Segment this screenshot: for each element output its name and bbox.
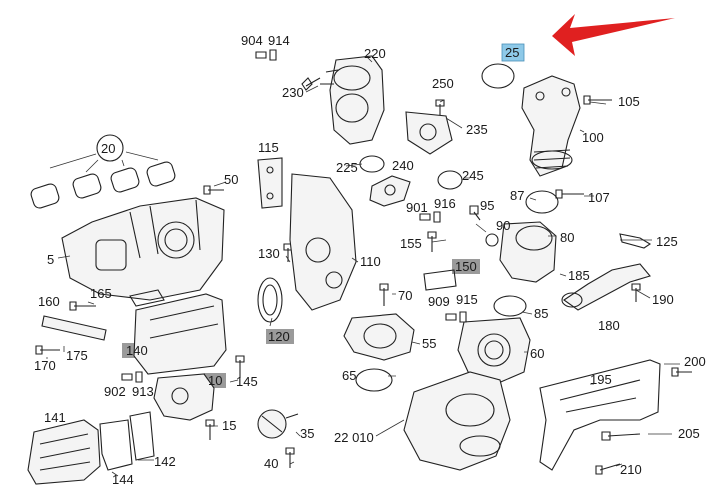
callout-95: 95 (480, 198, 494, 213)
callout-10: 10 (208, 373, 222, 388)
callout-195: 195 (590, 372, 612, 387)
callout-915: 915 (456, 292, 478, 307)
callout-115: 115 (258, 140, 279, 155)
callout-15: 15 (222, 418, 236, 433)
part-22010-mount (403, 371, 511, 471)
callout-105: 105 (618, 94, 640, 109)
red-pointer-arrow (552, 14, 675, 56)
callout-235: 235 (466, 122, 488, 137)
callout-240: 240 (392, 158, 414, 173)
part-142-gasket (129, 411, 155, 461)
callout-245: 245 (462, 168, 484, 183)
callout-55: 55 (422, 336, 436, 351)
part-110-housing (289, 173, 357, 311)
callout-180: 180 (598, 318, 620, 333)
part-100-pipe (521, 75, 581, 177)
callout-165: 165 (90, 286, 112, 301)
part-10-valve (153, 373, 215, 421)
part-140-cooler (129, 289, 227, 375)
callout-87: 87 (510, 188, 524, 203)
callout-20: 20 (101, 141, 115, 156)
part-60-throttle-body (457, 317, 531, 385)
part-144-gasket (99, 419, 133, 471)
highlight-25 (501, 43, 525, 62)
callout-130: 130 (258, 246, 280, 261)
part-20-gaskets (30, 134, 176, 209)
part-220-actuator (320, 55, 385, 145)
callout-142: 142 (154, 454, 176, 469)
callout-80: 80 (560, 230, 574, 245)
callout-205: 205 (678, 426, 700, 441)
callout-250: 250 (432, 76, 454, 91)
callout-40: 40 (264, 456, 278, 471)
callout-70: 70 (398, 288, 412, 303)
callout-125: 125 (656, 234, 678, 249)
callout-144: 144 (112, 472, 134, 487)
callout-150: 150 (455, 259, 477, 274)
callout-60: 60 (530, 346, 544, 361)
callout-160: 160 (38, 294, 60, 309)
callout-225: 225 (336, 160, 358, 175)
part-115-bracket (257, 157, 283, 209)
part-141-cover (27, 419, 101, 485)
part-80-elbow (485, 221, 557, 283)
callout-107: 107 (588, 190, 610, 205)
callout-120: 120 (268, 329, 290, 344)
part-235-valve (405, 111, 453, 155)
callout-904: 904 (241, 33, 263, 48)
callout-170: 170 (34, 358, 56, 373)
part-180-pipe (561, 263, 651, 311)
callout-5: 5 (47, 252, 54, 267)
part-5-manifold (61, 197, 225, 301)
part-35-sensor (257, 409, 299, 439)
callout-200: 200 (684, 354, 706, 369)
highlight-150 (452, 259, 480, 274)
leader-lines (46, 55, 680, 477)
callout-85: 85 (534, 306, 548, 321)
callout-220: 220 (364, 46, 386, 61)
part-160-rod (41, 315, 107, 341)
callout-65: 65 (342, 368, 356, 383)
callout-190: 190 (652, 292, 674, 307)
callout-25: 25 (505, 45, 519, 60)
callout-175: 175 (66, 348, 88, 363)
callout-155: 155 (400, 236, 422, 251)
callout-100: 100 (582, 130, 604, 145)
callout-902: 902 (104, 384, 126, 399)
connectors (121, 49, 467, 383)
callout-145: 145 (236, 374, 258, 389)
part-125-clip (619, 233, 652, 249)
callout-210: 210 (620, 462, 642, 477)
callout-185: 185 (568, 268, 590, 283)
part-195-bracket (539, 359, 661, 471)
callout-913: 913 (132, 384, 154, 399)
callout-50: 50 (224, 172, 238, 187)
part-25-seal (481, 63, 515, 89)
part-240-flange (369, 175, 411, 207)
callout-110: 110 (360, 254, 381, 269)
highlight-120 (266, 329, 294, 344)
callout-22010: 22 010 (334, 430, 374, 445)
part-150-gasket (423, 269, 457, 291)
callout-230: 230 (282, 85, 304, 100)
callout-916: 916 (434, 196, 456, 211)
seals (257, 155, 559, 392)
callout-141: 141 (44, 410, 66, 425)
part-55-throttle (343, 313, 415, 361)
callout-140: 140 (126, 343, 148, 358)
callout-914: 914 (268, 33, 290, 48)
callout-90: 90 (496, 218, 510, 233)
callout-901: 901 (406, 200, 428, 215)
callout-35: 35 (300, 426, 314, 441)
callout-909: 909 (428, 294, 450, 309)
